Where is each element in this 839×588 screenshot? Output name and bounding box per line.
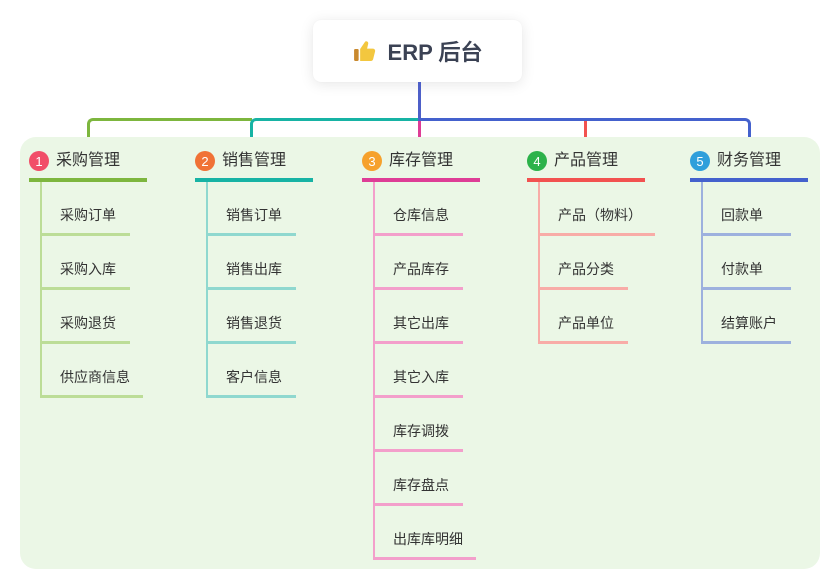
branch-2-children: 销售订单销售出库销售退货客户信息 [206,182,313,398]
child-node[interactable]: 其它出库 [375,290,463,344]
branch-column-1: 1 采购管理采购订单采购入库采购退货供应商信息 [29,150,147,398]
branch-5-children: 回款单付款单结算账户 [701,182,808,344]
branch-1-children: 采购订单采购入库采购退货供应商信息 [40,182,147,398]
child-node[interactable]: 回款单 [703,182,791,236]
branch-column-5: 5 财务管理回款单付款单结算账户 [690,150,808,344]
connector-drop-branch-4 [584,121,587,144]
child-node[interactable]: 产品库存 [375,236,463,290]
connector-elbow-branch-2 [250,118,421,144]
branch-1-number-badge: 1 [29,151,49,171]
branch-3-title: 库存管理 [389,152,454,169]
branch-2-header[interactable]: 2 销售管理 [195,150,313,182]
branch-3-children: 仓库信息产品库存其它出库其它入库库存调拨库存盘点出库库明细 [373,182,480,560]
child-node[interactable]: 采购入库 [42,236,130,290]
connector-root-drop [418,82,421,120]
child-node[interactable]: 结算账户 [703,290,791,344]
connector-elbow-branch-1 [87,118,252,144]
child-node[interactable]: 销售出库 [208,236,296,290]
connector-drop-branch-3 [418,121,421,144]
thumbs-up-icon [353,38,379,64]
child-node[interactable]: 出库库明细 [375,506,476,560]
child-node[interactable]: 仓库信息 [375,182,463,236]
connector-elbow-branch-5 [418,118,751,144]
branch-1-header[interactable]: 1 采购管理 [29,150,147,182]
branch-column-4: 4 产品管理产品（物料）产品分类产品单位 [527,150,655,344]
child-node[interactable]: 供应商信息 [42,344,143,398]
child-node[interactable]: 产品单位 [540,290,628,344]
child-node[interactable]: 库存调拨 [375,398,463,452]
child-node[interactable]: 采购订单 [42,182,130,236]
root-node-label: ERP 后台 [387,40,483,65]
child-node[interactable]: 产品（物料） [540,182,655,236]
child-node[interactable]: 付款单 [703,236,791,290]
branch-1-title: 采购管理 [56,152,121,169]
branch-3-number-badge: 3 [362,151,382,171]
mindmap-panel: 1 采购管理采购订单采购入库采购退货供应商信息 2 销售管理销售订单销售出库销售退货客… [20,137,820,569]
child-node[interactable]: 客户信息 [208,344,296,398]
child-node[interactable]: 销售订单 [208,182,296,236]
branch-column-2: 2 销售管理销售订单销售出库销售退货客户信息 [195,150,313,398]
branch-2-number-badge: 2 [195,151,215,171]
branch-column-3: 3 库存管理仓库信息产品库存其它出库其它入库库存调拨库存盘点出库库明细 [362,150,480,560]
child-node[interactable]: 库存盘点 [375,452,463,506]
branch-4-number-badge: 4 [527,151,547,171]
branch-2-title: 销售管理 [222,152,287,169]
branch-5-number-badge: 5 [690,151,710,171]
child-node[interactable]: 采购退货 [42,290,130,344]
branch-3-header[interactable]: 3 库存管理 [362,150,480,182]
child-node[interactable]: 产品分类 [540,236,628,290]
branch-4-header[interactable]: 4 产品管理 [527,150,645,182]
branch-4-title: 产品管理 [554,152,619,169]
branch-5-title: 财务管理 [717,152,782,169]
branch-5-header[interactable]: 5 财务管理 [690,150,808,182]
root-node[interactable]: ERP 后台 [313,20,522,82]
child-node[interactable]: 其它入库 [375,344,463,398]
child-node[interactable]: 销售退货 [208,290,296,344]
branch-4-children: 产品（物料）产品分类产品单位 [538,182,655,344]
